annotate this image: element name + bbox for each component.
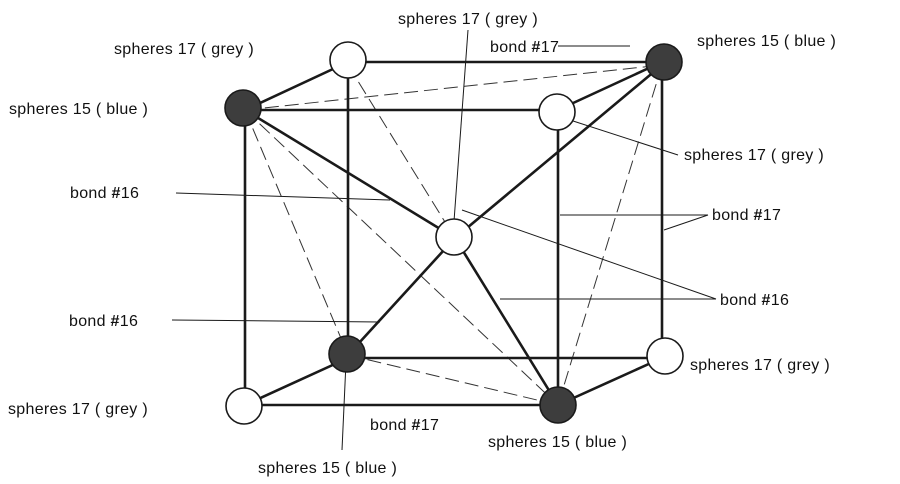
leader-lines — [171, 29, 717, 451]
sphere-grey-top-front-right — [538, 93, 576, 131]
label-left-sphere: spheres 15 ( blue ) — [9, 101, 148, 118]
edge-bottom-left-depth — [243, 356, 350, 407]
label-bond-top: bond #17 — [490, 39, 559, 56]
sphere-labels: spheres 17 ( grey ) spheres 17 ( grey ) … — [8, 11, 836, 477]
edge-top-left-depth — [243, 60, 350, 112]
bond-labels: bond #17 bond #16 bond #16 bond #17 bond… — [69, 39, 789, 434]
dash-bottom-face-diagonal — [347, 354, 559, 406]
label-bond-bottom: bond #17 — [370, 417, 439, 434]
label-top-right-sphere: spheres 15 ( blue ) — [697, 33, 836, 50]
label-bottom-left-sphere: spheres 17 ( grey ) — [8, 401, 148, 418]
bond-center-to-top-left — [243, 108, 457, 240]
sphere-blue-bottom-front-right — [539, 386, 577, 424]
sphere-blue-top-back-right — [645, 43, 683, 81]
dash-body-diagonal — [244, 109, 559, 406]
leader-bond-right-lower-a — [461, 209, 717, 300]
label-top-center-sphere: spheres 17 ( grey ) — [398, 11, 538, 28]
label-right-lower-sphere: spheres 17 ( grey ) — [690, 357, 830, 374]
bond-center-to-bottom-left — [346, 236, 457, 357]
bond-center-to-top-right — [453, 63, 664, 240]
sphere-grey-center — [435, 218, 473, 256]
sphere-grey-bottom-front-left — [225, 387, 263, 425]
sphere-blue-bottom-back-left — [328, 335, 366, 373]
label-bond-right-lower: bond #16 — [720, 292, 789, 309]
label-bond-left-lower: bond #16 — [69, 313, 138, 330]
label-bottom-center-sphere: spheres 15 ( blue ) — [258, 460, 397, 477]
spheres — [224, 41, 684, 425]
solid-edges — [243, 60, 664, 407]
sphere-grey-top-back-left — [329, 41, 367, 79]
leader-right-upper-sphere — [569, 119, 679, 156]
bond-center-to-bottom-right — [453, 236, 560, 407]
label-bond-left-upper: bond #16 — [70, 185, 139, 202]
dash-left-diagonal — [244, 109, 349, 356]
leader-bottom-center-sphere — [341, 361, 347, 451]
leader-bond-right-upper-b — [663, 214, 709, 231]
label-bottom-right-sphere: spheres 15 ( blue ) — [488, 434, 627, 451]
leader-bond-left-upper — [175, 192, 391, 201]
sphere-grey-bottom-back-right — [646, 337, 684, 375]
label-bond-right-upper: bond #17 — [712, 207, 781, 224]
label-right-upper-sphere: spheres 17 ( grey ) — [684, 147, 824, 164]
sphere-blue-top-front-left — [224, 89, 262, 127]
dash-top-face-diagonal — [244, 64, 663, 111]
edge-top-right-depth — [556, 60, 664, 112]
edge-bottom-right-depth — [556, 356, 664, 407]
leader-bond-left-lower — [171, 319, 381, 323]
leader-top-center-sphere — [452, 29, 469, 236]
label-top-left-sphere: spheres 17 ( grey ) — [114, 41, 254, 58]
